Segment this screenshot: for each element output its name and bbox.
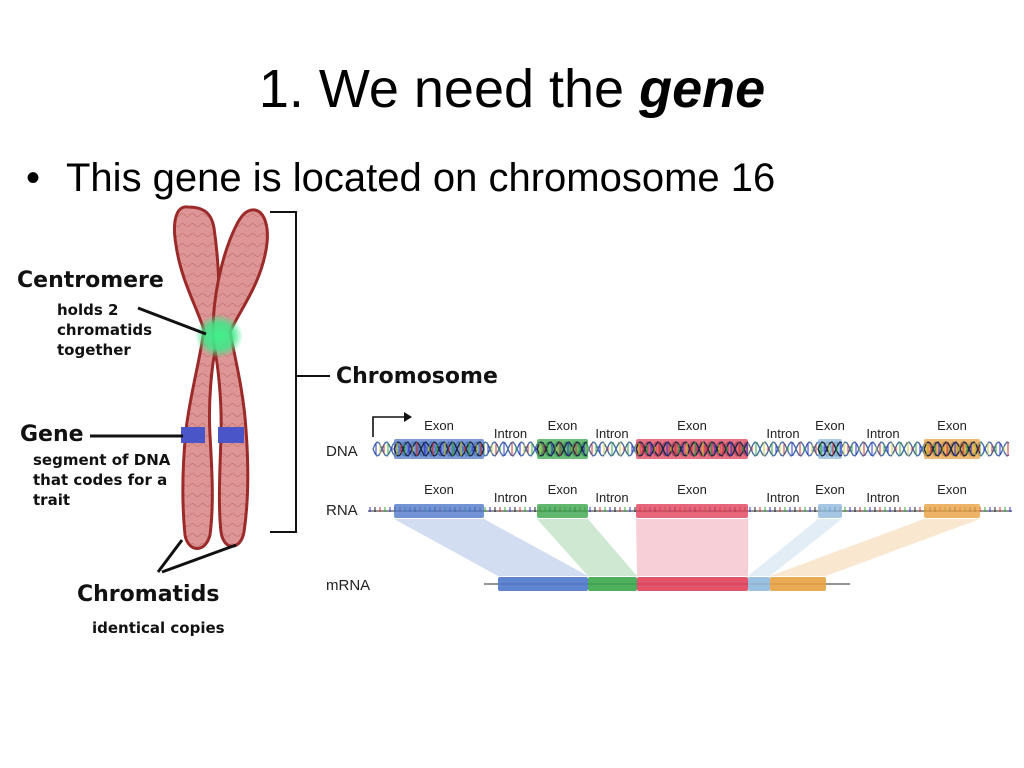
- bullet-text: This gene is located on chromosome 16: [66, 156, 776, 200]
- exon-label-rna: Exon: [424, 482, 454, 497]
- intron-label-rna: Intron: [866, 490, 899, 505]
- splice-shadow: [770, 519, 980, 576]
- gene-layer: ExonExonIntronIntronExonExonIntronIntron…: [368, 418, 1012, 591]
- intron-label-rna: Intron: [494, 490, 527, 505]
- mrna-exon-box: [748, 577, 770, 591]
- exon-label-dna: Exon: [937, 418, 967, 433]
- exon-label-dna: Exon: [815, 418, 845, 433]
- gene-band-left: [181, 427, 205, 443]
- dna-row-label: DNA: [326, 443, 358, 460]
- rna-exon-box: [394, 504, 484, 518]
- mrna-exon-box: [770, 577, 826, 591]
- centromere-icon: [195, 314, 243, 358]
- splice-shadow: [537, 519, 637, 576]
- mrna-exon-box: [637, 577, 748, 591]
- exon-label-dna: Exon: [424, 418, 454, 433]
- title-prefix: 1. We need the: [258, 59, 640, 119]
- arrowhead-icon: [404, 412, 412, 422]
- splice-shadow: [394, 519, 588, 576]
- splice-shadow: [636, 519, 748, 576]
- chromatids-title: Chromatids: [77, 582, 220, 607]
- title-emphasis: gene: [639, 59, 766, 119]
- centromere-desc: holds 2 chromatids together: [57, 300, 152, 360]
- gene-desc: segment of DNA that codes for a trait: [33, 450, 170, 510]
- intron-label-dna: Intron: [766, 426, 799, 441]
- rna-exon-box: [818, 504, 842, 518]
- chromatids-pointer-left: [156, 539, 184, 573]
- chromosome-label: Chromosome: [336, 364, 498, 389]
- centromere-desc-line: together: [57, 341, 131, 359]
- bullet-point: • This gene is located on chromosome 16: [26, 158, 775, 198]
- bullet-icon: •: [26, 156, 41, 200]
- centromere-desc-line: chromatids: [57, 321, 153, 339]
- chromosome-bracket: [270, 211, 297, 533]
- dna-exon-helix-strand-b: [817, 441, 843, 457]
- dna-exon-helix-strand-a: [536, 441, 588, 457]
- mrna-row-label: mRNA: [326, 577, 370, 594]
- exon-label-rna: Exon: [677, 482, 707, 497]
- intron-label-rna: Intron: [595, 490, 628, 505]
- rna-exon-box: [537, 504, 588, 518]
- exon-label-rna: Exon: [548, 482, 578, 497]
- dna-exon-helix-strand-a: [817, 441, 843, 457]
- chromatids-desc: identical copies: [92, 619, 225, 637]
- transcription-start-arrow-icon: [372, 416, 404, 437]
- rna-exon-box: [924, 504, 980, 518]
- intron-label-dna: Intron: [494, 426, 527, 441]
- gene-desc-line: trait: [33, 491, 71, 509]
- centromere-pointer: [137, 306, 207, 336]
- slide-title: 1. We need the gene: [0, 62, 1024, 116]
- intron-label-dna: Intron: [866, 426, 899, 441]
- chromatids-pointer-right: [161, 543, 237, 574]
- exon-label-dna: Exon: [677, 418, 707, 433]
- intron-label-rna: Intron: [766, 490, 799, 505]
- intron-label-dna: Intron: [595, 426, 628, 441]
- dna-exon-helix-strand-b: [536, 441, 588, 457]
- rna-exon-box: [636, 504, 748, 518]
- gene-band-right: [218, 427, 244, 443]
- splice-shadow: [748, 519, 842, 576]
- centromere-desc-line: holds 2: [57, 301, 119, 319]
- exon-label-rna: Exon: [815, 482, 845, 497]
- centromere-title: Centromere: [17, 268, 164, 293]
- gene-desc-line: segment of DNA: [33, 451, 171, 469]
- gene-desc-line: that codes for a: [33, 471, 168, 489]
- gene-title: Gene: [20, 422, 84, 447]
- rna-row-label: RNA: [326, 502, 358, 519]
- exon-label-rna: Exon: [937, 482, 967, 497]
- mrna-exon-box: [588, 577, 637, 591]
- exon-label-dna: Exon: [548, 418, 578, 433]
- mrna-exon-box: [498, 577, 588, 591]
